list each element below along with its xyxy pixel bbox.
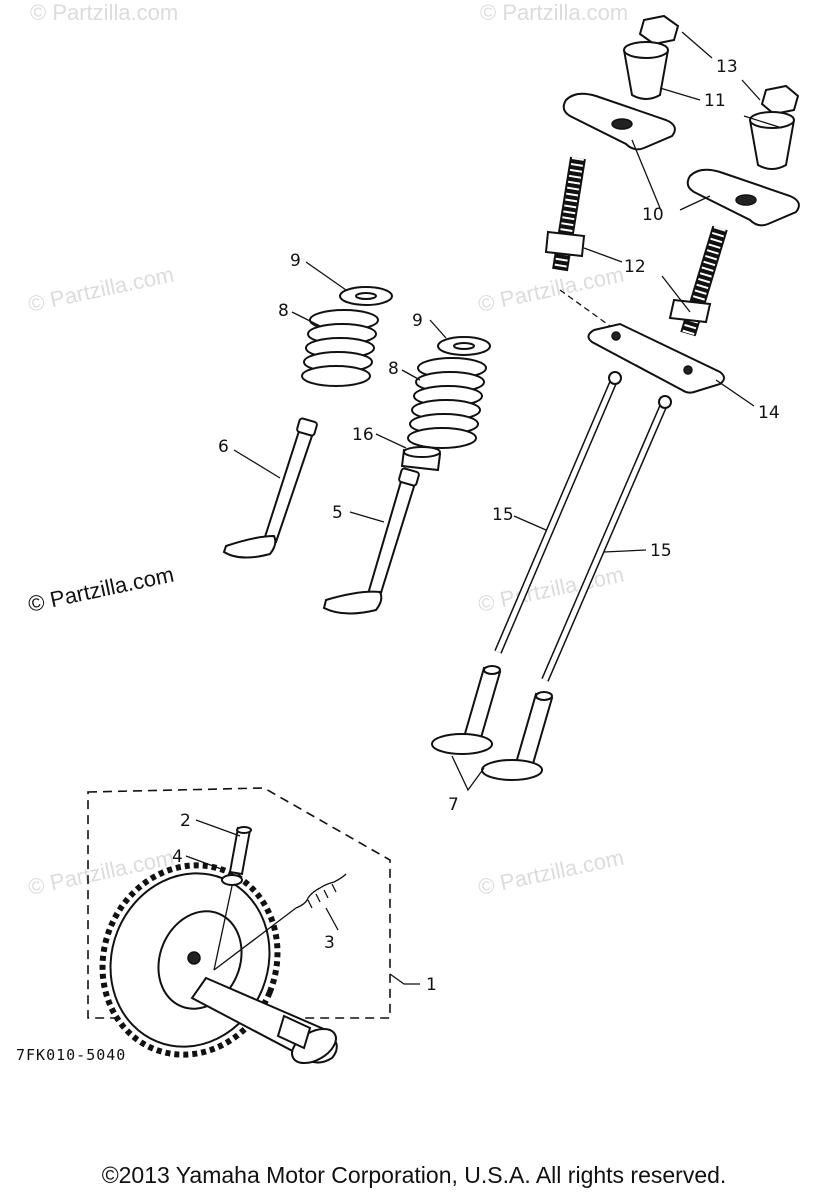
callout-14: 14 — [758, 403, 780, 423]
valve-seal-16 — [400, 446, 442, 472]
leader-7 — [451, 755, 485, 792]
callout-6: 6 — [218, 437, 229, 457]
callout-8-left: 8 — [278, 301, 289, 321]
push-rod-15-left — [494, 371, 622, 654]
callout-3: 3 — [324, 933, 335, 953]
watermark: © Partzilla.com — [480, 0, 628, 25]
watermark: © Partzilla.com — [30, 0, 178, 25]
callout-15-left: 15 — [492, 505, 514, 525]
rocker-nut-13-left — [638, 14, 680, 46]
callout-5: 5 — [332, 503, 343, 523]
camshaft-assembly-box — [87, 787, 391, 1019]
rocker-arm-10-right — [686, 168, 800, 227]
callout-11: 11 — [704, 91, 726, 111]
watermark: © Partzilla.com — [476, 845, 626, 900]
callout-8-right: 8 — [388, 359, 399, 379]
copyright-notice: ©2013 Yamaha Motor Corporation, U.S.A. A… — [101, 1162, 727, 1188]
callout-16: 16 — [352, 425, 374, 445]
watermark: © Partzilla.com — [26, 562, 176, 617]
callout-9-right: 9 — [412, 311, 423, 331]
callout-15-right: 15 — [650, 541, 672, 561]
pin-2 — [228, 826, 252, 876]
callout-4: 4 — [172, 847, 183, 867]
callout-13: 13 — [716, 57, 738, 77]
spring-retainer-9-left — [339, 286, 393, 306]
rocker-stud-12-right — [668, 225, 728, 337]
watermark: © Partzilla.com — [26, 262, 176, 317]
callout-12: 12 — [624, 257, 646, 277]
callout-2: 2 — [180, 811, 191, 831]
watermark: © Partzilla.com — [476, 262, 626, 317]
guide-plate-14 — [587, 322, 725, 394]
callout-7: 7 — [448, 795, 459, 815]
callout-1: 1 — [426, 975, 437, 995]
valve-spring-8-right — [407, 357, 487, 449]
spring-3 — [295, 873, 347, 909]
watermark: © Partzilla.com — [476, 562, 626, 617]
valve-5 — [322, 467, 420, 615]
rocker-nut-13-right — [760, 84, 800, 116]
tappet-7-left — [431, 665, 502, 755]
rocker-stud-12-left — [544, 156, 586, 272]
valve-6 — [222, 417, 318, 559]
rocker-arm-10-left — [562, 92, 676, 151]
push-rod-15-right — [541, 395, 672, 682]
tappet-7-right — [481, 691, 554, 781]
spring-retainer-9-right — [437, 336, 491, 356]
callout-9-left: 9 — [290, 251, 301, 271]
camshaft — [190, 976, 338, 1065]
leader-lines — [185, 31, 783, 985]
valve-spring-8-left — [301, 309, 379, 387]
washer-4 — [221, 874, 243, 886]
part-code: 7FK010-5040 — [16, 1046, 127, 1064]
callout-10: 10 — [642, 205, 664, 225]
adjuster-cap-11-left — [622, 41, 670, 100]
adjuster-cap-11-right — [748, 111, 796, 170]
